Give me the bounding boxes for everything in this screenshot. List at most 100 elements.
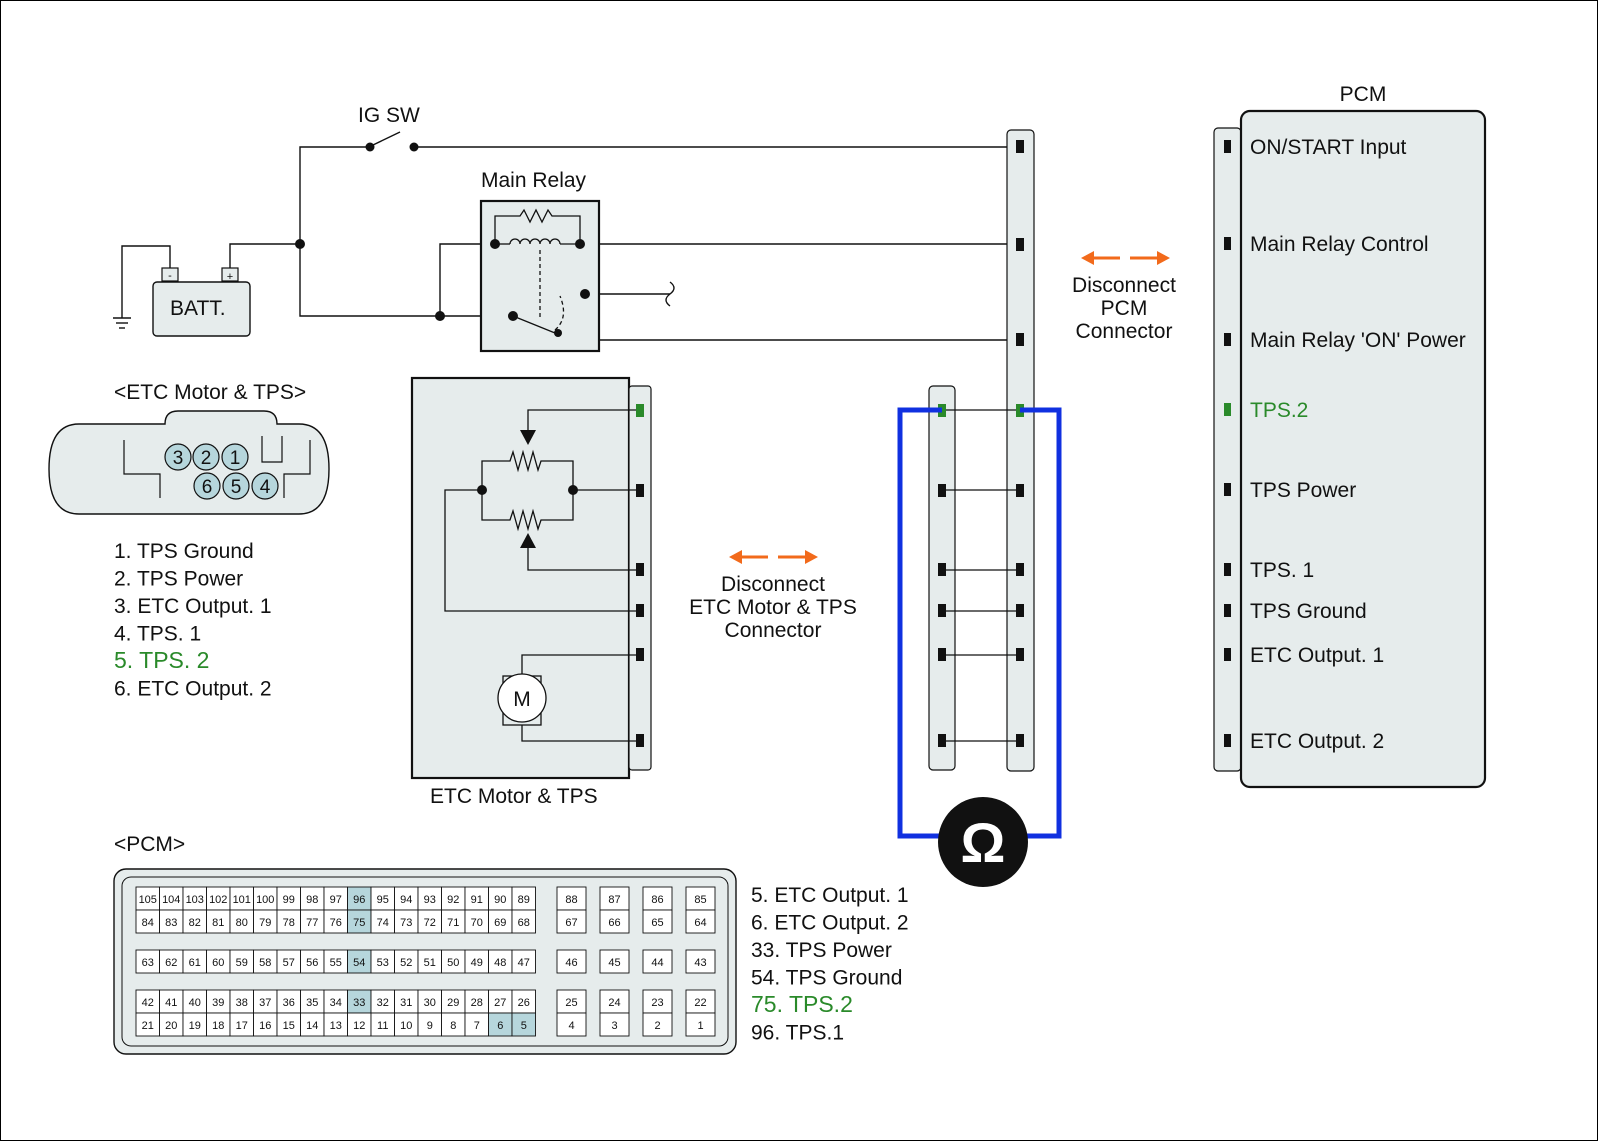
pcm-pin-label: 3 <box>611 1020 617 1032</box>
pcm-pin-label: 77 <box>306 917 318 929</box>
pcm-pin-label: 63 <box>142 957 154 969</box>
pcm-pin-label: 95 <box>377 894 389 906</box>
pcm-connector-title: <PCM> <box>114 833 185 856</box>
pcm-title: PCM <box>1340 83 1387 106</box>
pcm-pin-65 <box>642 909 673 934</box>
pcm-harness-connector <box>1006 129 1035 772</box>
pcm-legend-item: 5. ETC Output. 1 <box>751 884 909 907</box>
disconnect-etc-arrows <box>729 550 818 564</box>
pcm-legend-item: 6. ETC Output. 2 <box>751 912 909 935</box>
pcm-pin-label: 47 <box>518 957 530 969</box>
pcm-terminal-pin <box>1224 333 1231 346</box>
pcm-pin-label: 89 <box>518 894 530 906</box>
pcm-pin-label: 41 <box>165 997 177 1009</box>
pcm-pin-67 <box>556 909 587 934</box>
pcm-pin-label: 18 <box>212 1020 224 1032</box>
pcm-terminal-label: TPS.2 <box>1250 399 1308 422</box>
harness-connectors <box>928 129 1035 772</box>
pcm-pin-1 <box>685 1012 716 1037</box>
pcm-pin-44 <box>642 949 673 974</box>
pcm-pin-label: 49 <box>471 957 483 969</box>
pcm-pin-66 <box>599 909 630 934</box>
pcm-legend-item: 75. TPS.2 <box>751 991 853 1017</box>
ig-switch[interactable]: IG SW <box>358 104 420 152</box>
pcm-pin-label: 82 <box>189 917 201 929</box>
pcm-pin-label: 69 <box>494 917 506 929</box>
pcm-pin-label: 100 <box>256 894 274 906</box>
pcm-pin-label: 13 <box>330 1020 342 1032</box>
pcm-pin-label: 97 <box>330 894 342 906</box>
pcm-pin-46 <box>556 949 587 974</box>
svg-text:Connector: Connector <box>1076 320 1173 343</box>
pcm-pin-label: 80 <box>236 917 248 929</box>
etc-connector-title: <ETC Motor & TPS> <box>114 381 306 404</box>
pcm-pin-label: 7 <box>474 1020 480 1032</box>
pcm-pin-label: 57 <box>283 957 295 969</box>
pcm-terminal-label: Main Relay Control <box>1250 233 1429 256</box>
pcm-pin-label: 50 <box>447 957 459 969</box>
etc-pin-6 <box>193 472 221 500</box>
pcm-pin-label: 29 <box>447 997 459 1009</box>
pcm-pin-label: 84 <box>142 917 154 929</box>
pcm-pin-68 <box>511 909 536 934</box>
ig-switch-contact-left <box>365 142 375 152</box>
pcm-pin-label: 67 <box>565 917 577 929</box>
etc-pin-label: 6 <box>202 477 213 498</box>
battery-negative: - <box>168 270 172 282</box>
pcm-terminal-label: ETC Output. 2 <box>1250 730 1384 753</box>
pcm-pin-label: 98 <box>306 894 318 906</box>
pcm-pin-label: 59 <box>236 957 248 969</box>
pcm-pin-label: 101 <box>233 894 251 906</box>
pcm-pin-label: 86 <box>651 894 663 906</box>
pcm-terminal-pin <box>1224 734 1231 747</box>
pcm-terminal-pin <box>1224 237 1231 250</box>
pcm-pin-43 <box>685 949 716 974</box>
pcm-block: PCM <box>1213 83 1487 789</box>
etc-module: ETC Motor & TPS M <box>410 376 652 808</box>
pcm-pin-label: 15 <box>283 1020 295 1032</box>
etc-pin-3 <box>164 443 192 471</box>
pcm-pin-label: 39 <box>212 997 224 1009</box>
etc-connector-face: <ETC Motor & TPS> <box>48 381 330 515</box>
pcm-terminal-pin <box>1224 563 1231 576</box>
pcm-terminal-label: ETC Output. 1 <box>1250 644 1384 667</box>
pcm-pin-label: 66 <box>608 917 620 929</box>
pcm-pin-label: 74 <box>377 917 389 929</box>
pcm-terminal-label: ON/START Input <box>1250 136 1407 159</box>
pcm-pin-label: 53 <box>377 957 389 969</box>
pcm-pin-label: 9 <box>427 1020 433 1032</box>
pcm-pin-label: 16 <box>259 1020 271 1032</box>
pcm-pin-label: 58 <box>259 957 271 969</box>
pcm-pin-label: 38 <box>236 997 248 1009</box>
svg-text:Disconnect: Disconnect <box>721 573 825 596</box>
pcm-pin-label: 93 <box>424 894 436 906</box>
pcm-pin-4 <box>556 1012 587 1037</box>
pcm-terminal-pin <box>1224 140 1231 153</box>
pcm-pin-label: 32 <box>377 997 389 1009</box>
pcm-pin-label: 20 <box>165 1020 177 1032</box>
etc-legend-item: 2. TPS Power <box>114 568 243 591</box>
etc-pin-label: 2 <box>201 448 212 469</box>
pcm-pin-label: 43 <box>694 957 706 969</box>
pcm-pin-label: 12 <box>353 1020 365 1032</box>
pcm-terminal-label: TPS Power <box>1250 479 1356 502</box>
etc-legend-item: 4. TPS. 1 <box>114 623 201 646</box>
pcm-pin-label: 99 <box>283 894 295 906</box>
pcm-terminal-label: Main Relay 'ON' Power <box>1250 329 1466 352</box>
pcm-pin-label: 19 <box>189 1020 201 1032</box>
pcm-pin-label: 52 <box>400 957 412 969</box>
etc-pin-2 <box>192 443 220 471</box>
etc-pin-4 <box>251 472 279 500</box>
pcm-terminal-pin <box>1224 483 1231 496</box>
pcm-pin-label: 8 <box>450 1020 456 1032</box>
pcm-pin-label: 62 <box>165 957 177 969</box>
pcm-pin-label: 87 <box>608 894 620 906</box>
etc-pin-label: 4 <box>260 477 271 498</box>
ohmmeter[interactable]: Ω <box>938 797 1028 887</box>
pcm-pin-label: 91 <box>471 894 483 906</box>
etc-harness-connector <box>928 385 956 771</box>
pcm-pin-label: 85 <box>694 894 706 906</box>
